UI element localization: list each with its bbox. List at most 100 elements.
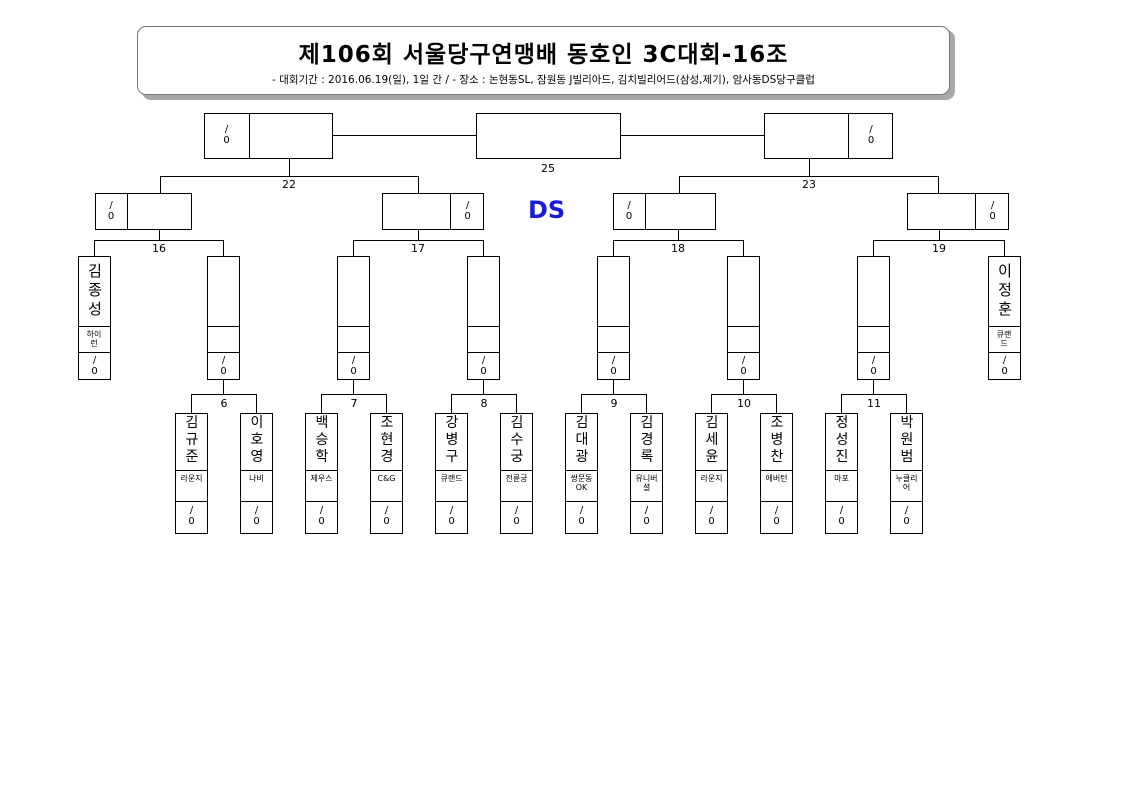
bracket-line (370, 501, 403, 502)
score-slash: / (449, 505, 454, 516)
bracket-line (353, 380, 354, 395)
page-subtitle: - 대회기간 : 2016.06.19(일), 1일 간 / - 장소 : 논현… (272, 74, 815, 86)
bracket-line (337, 326, 370, 327)
score-value: 0 (91, 366, 98, 377)
player-slot (370, 413, 403, 534)
score-slash: / (254, 505, 259, 516)
bracket-line (678, 230, 679, 241)
bracket-line (127, 193, 128, 230)
bracket-line (841, 394, 907, 395)
score-slash: / (871, 355, 876, 366)
score-value: 0 (480, 366, 487, 377)
bracket-line (353, 240, 354, 257)
bracket-line (78, 326, 111, 327)
player-name: 김대광 (575, 415, 589, 465)
score-slash: / (579, 505, 584, 516)
bracket-line (500, 470, 533, 471)
player-name: 김경록 (640, 415, 654, 465)
bracket-line (727, 326, 760, 327)
player-slot (760, 413, 793, 534)
score-slash: / (644, 505, 649, 516)
bracket-line (613, 380, 614, 395)
round2-slot (597, 256, 630, 380)
round2-slot (337, 256, 370, 380)
bracket-line (565, 501, 598, 502)
score-value: 0 (625, 211, 633, 222)
score-value: 0 (1001, 366, 1008, 377)
bracket-line (1004, 240, 1005, 257)
bracket-line (289, 158, 290, 177)
score-slash: / (774, 505, 779, 516)
match-number: 25 (541, 162, 555, 175)
quarter-slot (907, 193, 1009, 230)
bracket-line (305, 470, 338, 471)
bracket-line (333, 135, 477, 136)
quarter-slot (95, 193, 192, 230)
match-number: 16 (152, 242, 166, 255)
player-name: 이호영 (250, 415, 264, 465)
bracket-line (565, 470, 598, 471)
player-name: 조병찬 (770, 415, 784, 465)
bracket-line (873, 380, 874, 395)
score-slash: / (627, 200, 631, 211)
player-name: 김수궁 (510, 415, 524, 465)
bracket-line (873, 240, 874, 257)
score-value: 0 (350, 366, 357, 377)
bracket-line (175, 470, 208, 471)
player-club: 라운지 (700, 474, 723, 483)
round2-slot (207, 256, 240, 380)
bracket-line (630, 501, 663, 502)
player-slot (240, 413, 273, 534)
player-club: 제우스 (310, 474, 333, 483)
bracket-line (825, 501, 858, 502)
bracket-line (939, 230, 940, 241)
bracket-line (645, 193, 646, 230)
bracket-line (240, 470, 273, 471)
score-slash: / (904, 505, 909, 516)
bracket-line (581, 394, 647, 395)
quarter-slot (382, 193, 484, 230)
bracket-line (695, 501, 728, 502)
bracket-line (988, 352, 1021, 353)
bracket-line (760, 501, 793, 502)
round2-slot (727, 256, 760, 380)
score-value: 0 (107, 211, 115, 222)
bracket-line (386, 394, 387, 414)
player-club: 마포 (834, 474, 849, 483)
bracket-line (613, 240, 614, 257)
bracket-line (467, 352, 500, 353)
bracket-line (516, 394, 517, 414)
score-value: 0 (188, 516, 195, 527)
score-slash: / (481, 355, 486, 366)
bracket-line (160, 176, 161, 194)
venue-mark: DS (528, 196, 566, 224)
bracket-line (825, 470, 858, 471)
bracket-line (305, 501, 338, 502)
player-club: 유니버셜 (635, 474, 658, 492)
header-box: 제106회 서울당구연맹배 동호인 3C대회-16조 - 대회기간 : 2016… (137, 26, 950, 95)
score-slash: / (224, 124, 229, 135)
bracket-line (337, 352, 370, 353)
bracket-line (451, 394, 517, 395)
bracket-line (450, 193, 451, 230)
bracket-line (988, 326, 1021, 327)
bracket-line (94, 240, 95, 257)
player-name: 강병구 (445, 415, 459, 465)
score-value: 0 (220, 366, 227, 377)
player-name: 백승학 (315, 415, 329, 465)
bracket-line (857, 326, 890, 327)
bracket-line (78, 352, 111, 353)
bracket-line (240, 501, 273, 502)
score-value: 0 (708, 516, 715, 527)
bracket-line (621, 135, 765, 136)
semi-slot-right (764, 113, 893, 159)
bracket-line (848, 113, 849, 159)
bracket-line (467, 326, 500, 327)
bracket-line (727, 352, 760, 353)
score-value: 0 (578, 516, 585, 527)
match-number: 9 (610, 397, 618, 410)
player-slot (500, 413, 533, 534)
round2-slot (857, 256, 890, 380)
bracket-line (597, 326, 630, 327)
bracket-line (906, 394, 907, 414)
